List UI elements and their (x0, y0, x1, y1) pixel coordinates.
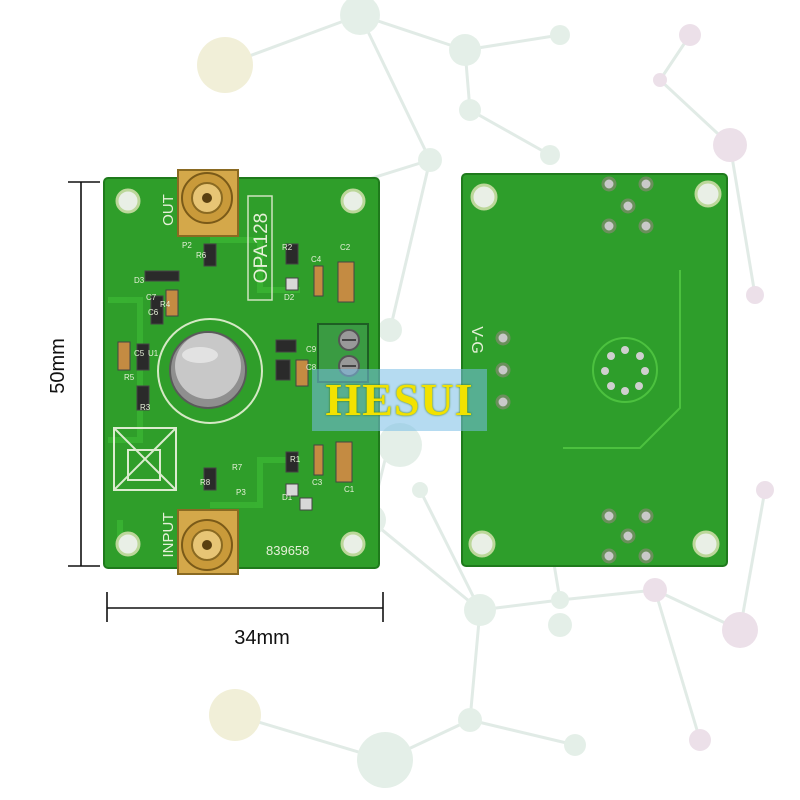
ref-designator-r7: R7 (232, 463, 243, 472)
out-label: OUT (160, 194, 177, 226)
ref-designator-p3: P3 (236, 488, 246, 497)
ref-designator-p2: P2 (182, 241, 192, 250)
ref-designator-r5: R5 (124, 373, 135, 382)
ref-designator-c4: C4 (311, 255, 322, 264)
width-dimension (106, 592, 384, 622)
input-label: INPUT (160, 513, 177, 558)
solder-pads (495, 176, 654, 564)
back-pin-label: V-G (468, 326, 485, 354)
ref-designator-c1: C1 (344, 485, 355, 494)
weee-symbol-icon (113, 427, 177, 491)
chip-model-label: OPA128 (251, 213, 272, 283)
width-label: 34mm (234, 627, 290, 649)
ref-designator-c8: C8 (306, 363, 317, 372)
ref-designator-c6: C6 (148, 308, 159, 317)
front-pcb: OUT INPUT OPA128 839658 (103, 169, 380, 575)
sma-connector-in (177, 509, 239, 575)
ref-designator-c2: C2 (340, 243, 351, 252)
ref-designator-c9: C9 (306, 345, 317, 354)
height-dimension (68, 181, 100, 567)
ref-designator-d1: D1 (282, 493, 293, 502)
ref-designator-u1: U1 (148, 349, 159, 358)
serial-number: 839658 (266, 543, 309, 558)
ref-designator-d2: D2 (284, 293, 295, 302)
ref-designator-r1: R1 (290, 455, 301, 464)
watermark-text: HESUI (325, 374, 474, 425)
back-pcb: V-G (461, 173, 728, 567)
watermark-background (312, 369, 487, 431)
back-traces (563, 270, 681, 449)
height-label: 50mm (47, 338, 69, 394)
smd-components (117, 243, 355, 511)
opamp-can (157, 318, 263, 424)
ref-designator-c3: C3 (312, 478, 323, 487)
sma-connector-out (177, 169, 239, 237)
ref-designator-d3: D3 (134, 276, 145, 285)
ref-designator-r4: R4 (160, 300, 171, 309)
ref-designator-r3: R3 (140, 403, 151, 412)
can-footprint-pads (601, 346, 649, 395)
ref-designator-c7: C7 (146, 293, 157, 302)
molecule-background (197, 0, 774, 788)
ref-designator-c5: C5 (134, 349, 145, 358)
mounting-holes (115, 188, 366, 557)
back-mounting-holes (468, 180, 722, 558)
ref-designator-r6: R6 (196, 251, 207, 260)
ref-designator-r2: R2 (282, 243, 293, 252)
ref-designator-r8: R8 (200, 478, 211, 487)
